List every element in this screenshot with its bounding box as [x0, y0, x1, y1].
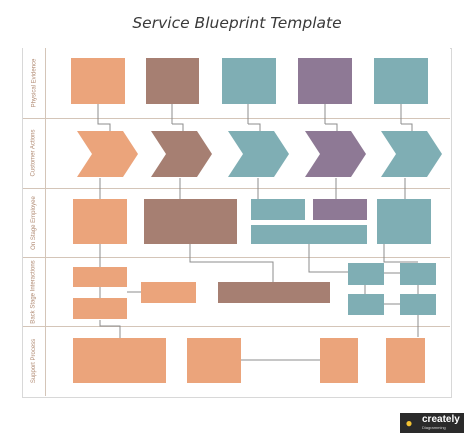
on-stage-box-5[interactable] [251, 225, 367, 244]
back-stage-box-7[interactable] [348, 294, 384, 315]
on-stage-box-3[interactable] [251, 199, 305, 220]
logo-name: creately [422, 414, 460, 425]
on-stage-box-2[interactable] [144, 199, 237, 244]
diagram-title: Service Blueprint Template [132, 14, 342, 32]
on-stage-box-1[interactable] [73, 199, 127, 244]
support-process-box-1[interactable] [73, 338, 166, 383]
physical-evidence-box-2[interactable] [146, 58, 199, 104]
back-stage-box-2[interactable] [73, 298, 127, 319]
physical-evidence-box-5[interactable] [374, 58, 428, 104]
support-process-box-3[interactable] [320, 338, 358, 383]
physical-evidence-box-3[interactable] [222, 58, 276, 104]
on-stage-box-6[interactable] [377, 199, 431, 244]
support-process-box-2[interactable] [187, 338, 241, 383]
support-process-box-4[interactable] [386, 338, 425, 383]
back-stage-box-1[interactable] [73, 267, 127, 287]
logo-text-block: creately Diagramming [418, 413, 464, 433]
customer-action-step-5 [381, 131, 442, 177]
back-stage-box-6[interactable] [400, 263, 436, 285]
on-stage-box-4[interactable] [313, 199, 367, 220]
physical-evidence-box-4[interactable] [298, 58, 352, 104]
customer-action-step-1 [77, 131, 138, 177]
customer-action-step-2 [151, 131, 212, 177]
back-stage-box-5[interactable] [348, 263, 384, 285]
physical-evidence-box-1[interactable] [71, 58, 125, 104]
customer-action-step-4 [305, 131, 366, 177]
lane-label-column [23, 48, 46, 396]
lightbulb-icon: ● [400, 413, 418, 433]
creately-logo[interactable]: ● creately Diagramming [400, 412, 466, 434]
customer-action-step-3 [228, 131, 289, 177]
back-stage-box-3[interactable] [141, 282, 196, 303]
back-stage-box-4[interactable] [218, 282, 330, 303]
logo-tagline: Diagramming [422, 425, 446, 430]
back-stage-box-8[interactable] [400, 294, 436, 315]
